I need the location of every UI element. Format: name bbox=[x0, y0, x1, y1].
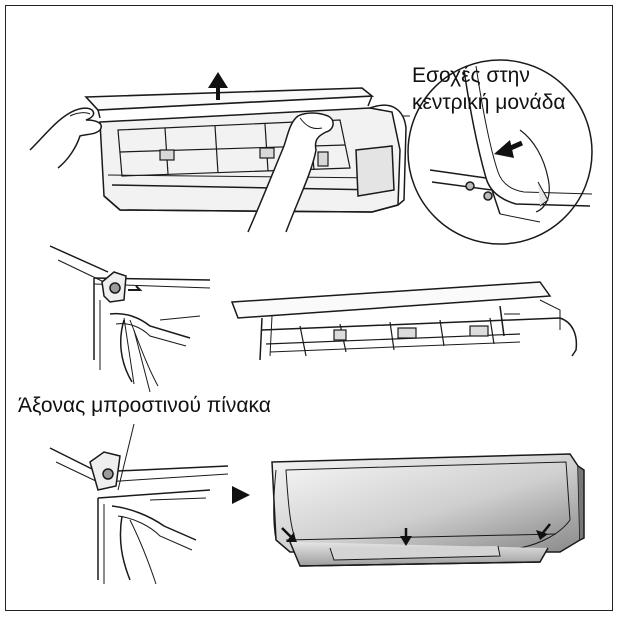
recess-label-line2: κεντρική μονάδα bbox=[412, 91, 566, 114]
axis-leaders bbox=[117, 317, 151, 491]
left-hand bbox=[29, 107, 102, 169]
axis-label: Άξονας μπροστινού πίνακα bbox=[18, 394, 271, 417]
filter-frame bbox=[117, 119, 351, 177]
arrow-up-icon bbox=[208, 72, 228, 100]
step1-lift-panel bbox=[29, 87, 407, 233]
arrow-left-icon bbox=[494, 140, 524, 158]
play-triangle-icon bbox=[232, 486, 250, 504]
recess-label-line1: Εσοχές στην bbox=[412, 64, 530, 87]
right-hand bbox=[247, 112, 334, 233]
panel-placed-unit bbox=[230, 281, 578, 361]
axis-detail-lower bbox=[49, 447, 229, 585]
closed-indoor-unit bbox=[271, 453, 585, 567]
front-panel-placed bbox=[230, 281, 552, 319]
press-arrow-left bbox=[281, 527, 296, 542]
press-arrow-right bbox=[536, 523, 551, 540]
recess-label: Εσοχές στην κεντρική μονάδα bbox=[412, 62, 612, 116]
front-panel-lifted bbox=[84, 87, 375, 111]
axis-detail-upper bbox=[49, 245, 211, 387]
press-arrow-center bbox=[400, 528, 412, 546]
